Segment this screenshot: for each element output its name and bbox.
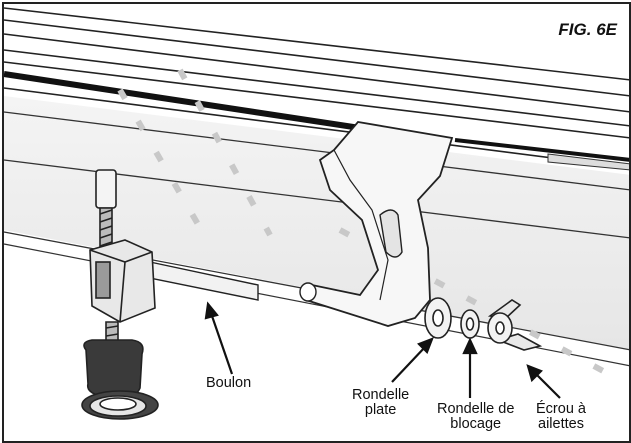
hidden-lines — [117, 68, 622, 383]
rail-seal-strip-right — [454, 138, 631, 162]
callout-flat-washer-line1: Rondelle — [352, 387, 410, 403]
clamp-bracket — [299, 121, 454, 327]
callout-lock-washer-line2: blocage — [450, 416, 502, 432]
callout-wing-nut-line1: Écrou à — [536, 401, 586, 417]
callout-arrows — [204, 301, 561, 399]
callout-lock-washer-line1: Rondelle de — [437, 401, 515, 417]
callout-bolt: Boulon — [206, 376, 251, 391]
lock-washer — [460, 309, 480, 339]
rail-face-line-1 — [3, 111, 631, 191]
figure-label: FIG. 6E — [558, 20, 617, 39]
wing-nut — [487, 299, 543, 351]
callout-lock-washer: Rondelle de blocage — [437, 402, 514, 432]
rail-top — [3, 7, 631, 139]
rail-face — [4, 96, 631, 350]
knob-assembly — [81, 169, 159, 420]
flat-washer — [424, 297, 452, 339]
callout-flat-washer-line2: plate — [364, 402, 397, 418]
callout-bolt-text: Boulon — [206, 375, 252, 391]
callout-flat-washer: Rondelle plate — [352, 388, 409, 418]
rail-slot-right — [547, 153, 631, 171]
callout-wing-nut: Écrou à ailettes — [536, 402, 586, 432]
rail-seal-strip — [3, 71, 361, 131]
callout-wing-nut-line2: ailettes — [538, 416, 584, 432]
rail-edge-lower — [3, 87, 631, 169]
